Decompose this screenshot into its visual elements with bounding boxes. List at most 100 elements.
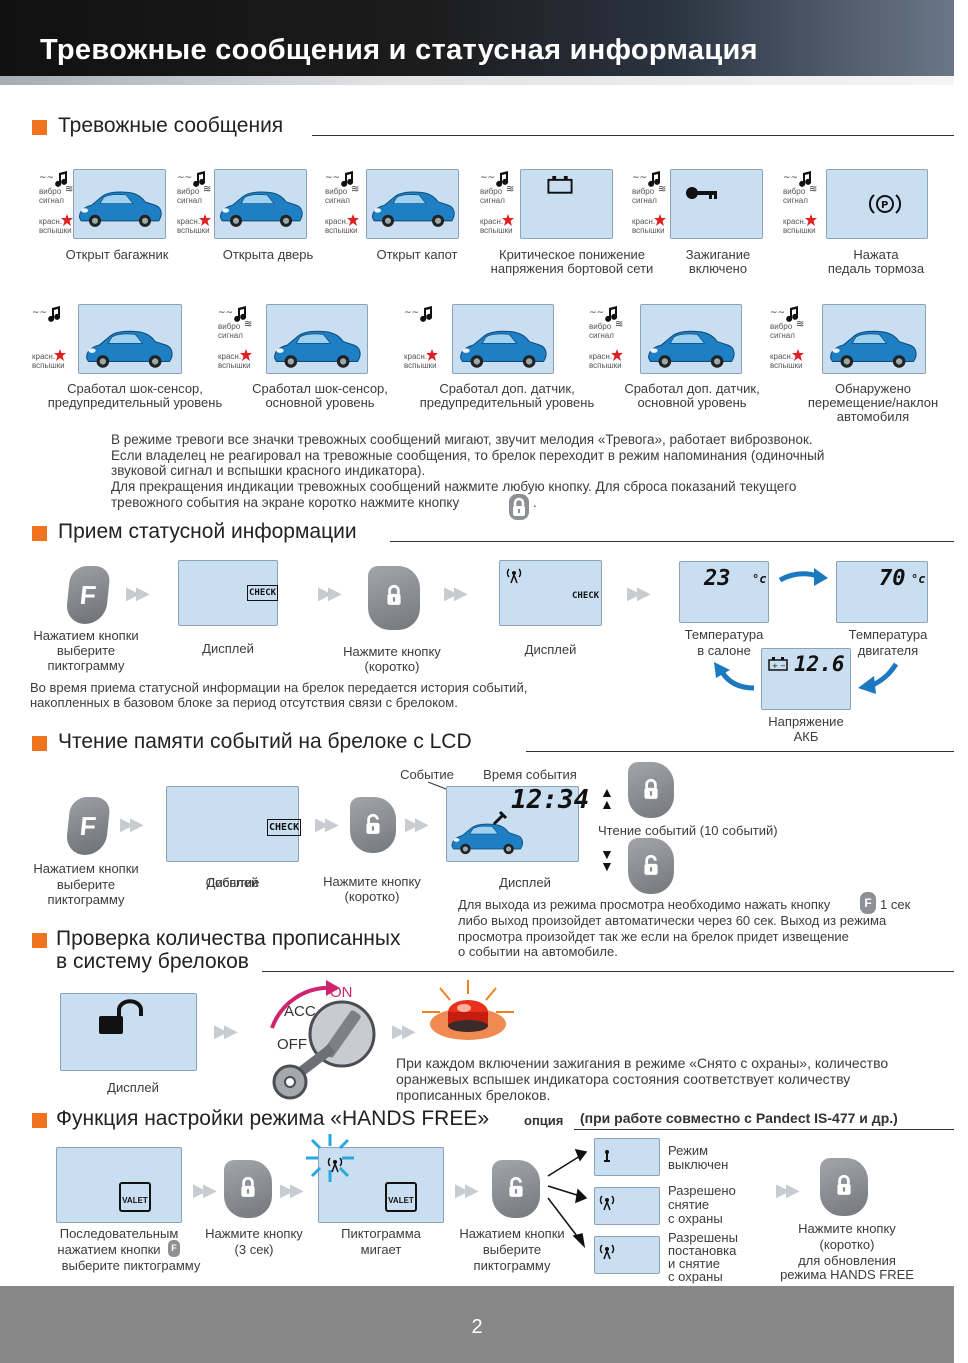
flashes-label: вспышки xyxy=(770,361,803,370)
section-rule xyxy=(390,541,954,542)
event-time-value: 12:34 xyxy=(511,785,590,815)
melody-icon: ~~ xyxy=(632,171,661,187)
section-rule xyxy=(312,135,954,136)
flashes-label: вспышки xyxy=(32,361,65,370)
brake-icon: P xyxy=(868,194,902,214)
melody-icon: ~~ xyxy=(770,306,799,322)
alarm-text-line-4: Для прекращения индикации тревожных сооб… xyxy=(111,479,797,494)
melody-icon: ~~ xyxy=(404,306,433,322)
car-icon xyxy=(371,191,455,228)
flow-arrows-icon: ▶▶ xyxy=(392,1021,416,1041)
read-events-label: Чтение событий (10 событий) xyxy=(598,823,778,838)
flashes-label: вспышки xyxy=(39,226,72,235)
f-button-icon: F xyxy=(64,797,112,855)
vibro-label: вибро xyxy=(177,187,200,196)
alarm-screen xyxy=(822,304,926,374)
hf-step1-l3: выберите пиктограмму xyxy=(61,1258,201,1273)
hf-press-l1: Нажмите кнопку xyxy=(205,1226,303,1241)
engine-temp-value: 70 xyxy=(879,566,906,591)
f-button-icon: F xyxy=(168,1240,180,1257)
count-text-l2: оранжевых вспышек индикатора состояния с… xyxy=(396,1071,851,1087)
vibration-icon: ≋ xyxy=(65,184,74,195)
arrow-right-icon xyxy=(778,568,828,586)
voltage-value: 12.6 xyxy=(794,652,845,676)
alarm-caption-l3: автомобиля xyxy=(836,409,910,424)
svg-text:~~: ~~ xyxy=(218,308,233,318)
hf-step1-l2: нажатием кнопки xyxy=(57,1242,161,1257)
red-led-icon xyxy=(805,214,817,226)
flashes-label: вспышки xyxy=(589,361,622,370)
hf-blink-l2: мигает xyxy=(360,1242,402,1257)
red-led-icon xyxy=(611,349,623,361)
event-time-label: Время события xyxy=(483,767,577,782)
f-button-icon: F xyxy=(860,892,876,914)
exit-text-l4: о событии на автомобиле. xyxy=(458,944,618,959)
red-label: красн. xyxy=(480,217,504,226)
arrow-up-left-icon xyxy=(714,662,755,691)
alarm-caption-l1: Открыт капот xyxy=(376,247,458,262)
signal-label: сигнал xyxy=(632,196,657,205)
alarm-caption-l2: основной уровень xyxy=(265,395,375,410)
car-icon xyxy=(86,330,173,369)
section-title-handsfree: Функция настройки режима «HANDS FREE» xyxy=(56,1107,490,1130)
melody-icon: ~~ xyxy=(783,171,812,187)
flow-arrows-icon: ▶▶ xyxy=(126,583,150,603)
car-icon xyxy=(830,330,917,369)
count-display-label: Дисплей xyxy=(107,1080,159,1095)
vibration-icon: ≋ xyxy=(203,184,212,195)
red-led-icon xyxy=(347,214,359,226)
flashes-label: вспышки xyxy=(404,361,437,370)
flow-arrows-icon: ▶▶ xyxy=(405,814,429,834)
status-press-l1: Нажмите кнопку xyxy=(343,644,441,659)
check-icon: CHECK xyxy=(247,585,279,601)
event-label: Событие xyxy=(400,767,454,782)
vibro-label: вибро xyxy=(39,187,62,196)
handsfree-option: опция xyxy=(524,1113,564,1128)
memory-display-label-1b: Дисплей xyxy=(206,875,259,890)
car-icon xyxy=(451,823,524,855)
antenna-off-icon xyxy=(604,1150,610,1162)
vibro-label: вибро xyxy=(589,322,612,331)
memory-display-2: 12:34 xyxy=(446,785,589,862)
voltage-l1: Напряжение xyxy=(768,714,844,729)
hf-choose-l1: Нажатием кнопки xyxy=(459,1226,565,1241)
handsfree-note: (при работе совместно с Pandect IS-477 и… xyxy=(580,1110,898,1126)
alarm-caption-l1: Сработал шок-сенсор, xyxy=(67,381,203,396)
svg-text:~~: ~~ xyxy=(770,308,785,318)
memory-step1-l2: выберите xyxy=(56,877,116,892)
f-button-icon: F xyxy=(64,566,112,624)
hf-opt2-l1: Разрешено xyxy=(668,1183,736,1198)
hf-opt1-display xyxy=(594,1138,660,1176)
hf-final-l3: для обновления xyxy=(798,1253,896,1268)
section-title-alarms: Тревожные сообщения xyxy=(58,114,284,137)
page-number: 2 xyxy=(471,1316,483,1338)
svg-text:P: P xyxy=(881,200,888,211)
flow-arrows-icon: ▶▶ xyxy=(280,1180,304,1200)
temp-cabin-l1: Температура xyxy=(684,627,764,642)
memory-display-label-2: Дисплей xyxy=(499,875,551,890)
temp-engine-l2: двигателя xyxy=(857,643,919,658)
led-indicator-icon xyxy=(422,980,514,1040)
alarm-screen xyxy=(214,169,307,239)
arrow-down-left-icon xyxy=(858,662,899,694)
count-display xyxy=(60,993,197,1071)
car-icon xyxy=(78,191,162,228)
page-header xyxy=(0,0,954,76)
hf-opt2-l2: снятие xyxy=(668,1197,710,1212)
melody-icon: ~~ xyxy=(480,171,509,187)
vibro-label: вибро xyxy=(783,187,806,196)
car-icon xyxy=(460,330,547,369)
red-led-icon xyxy=(426,349,438,361)
vibration-icon: ≋ xyxy=(506,184,515,195)
alarm-screen: P xyxy=(826,169,928,239)
alarm-caption-l2: педаль тормоза xyxy=(827,261,925,276)
branch-arrows-icon xyxy=(547,1148,588,1249)
red-led-icon xyxy=(240,349,252,361)
alarm-screen xyxy=(640,304,742,374)
section-rule xyxy=(262,971,954,972)
alarm-caption-l2: предупредительный уровень xyxy=(419,395,595,410)
flow-arrows-icon: ▶▶ xyxy=(455,1180,479,1200)
voltage-l2: АКБ xyxy=(793,729,819,744)
svg-text:~~: ~~ xyxy=(325,173,340,183)
hf-opt3-display xyxy=(594,1236,660,1274)
